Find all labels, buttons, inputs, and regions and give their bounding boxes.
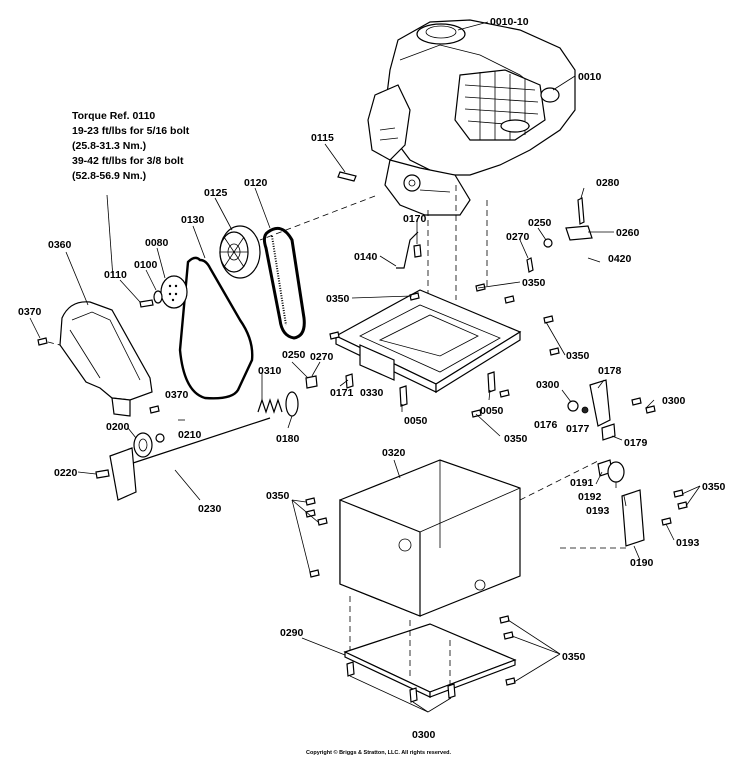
part-label: 0176: [534, 419, 558, 431]
part-label: 0193: [676, 537, 700, 549]
belt-teeth: [271, 235, 287, 326]
arrow-0420: [587, 257, 601, 263]
clip-0170: [413, 244, 422, 258]
torque-note-line3: 39-42 ft/lbs for 3/8 bolt: [72, 155, 184, 167]
part-label: 0050: [404, 415, 428, 427]
part-label: 0080: [145, 237, 169, 249]
bottom-plate-0290: [343, 623, 517, 698]
part-label: 0110: [104, 269, 127, 281]
part-label: 0179: [624, 437, 648, 449]
torque-note-line4: (52.8-56.9 Nm.): [72, 170, 146, 182]
auger-pulley: [153, 275, 188, 309]
torque-note-line2: (25.8-31.3 Nm.): [72, 140, 146, 152]
part-label: 0190: [630, 557, 654, 569]
part-label: 0230: [198, 503, 222, 515]
chute-parts: [597, 459, 688, 547]
part-label: 0200: [106, 421, 130, 433]
linkage-parts: [567, 379, 656, 441]
part-label: 0350: [566, 350, 590, 362]
part-label: 0171: [330, 387, 354, 399]
engine-pulley: [219, 225, 261, 279]
pin-0280: [577, 197, 585, 225]
bracket-0260: [565, 225, 593, 241]
part-label: 0350: [504, 433, 528, 445]
part-label: 0370: [165, 389, 189, 401]
torque-note-line1: 19-23 ft/lbs for 5/16 bolt: [72, 125, 190, 137]
engine-base-plate: [334, 289, 522, 394]
auger-belt: [178, 256, 254, 400]
part-label: 0300: [662, 395, 686, 407]
part-label: 0115: [311, 132, 334, 144]
rod-0140: [396, 231, 419, 269]
part-label: 0360: [48, 239, 72, 251]
alignment-line: [519, 459, 601, 501]
part-label: 0192: [578, 491, 602, 503]
part-label: 0100: [134, 259, 158, 271]
part-label: 0140: [354, 251, 378, 263]
part-label: 0280: [596, 177, 620, 189]
belt-cover: [59, 301, 153, 417]
screw-0370b: [149, 405, 160, 414]
part-label: 0330: [360, 387, 384, 399]
alignment-line: [47, 341, 61, 346]
part-label: 0250: [282, 349, 306, 361]
part-label: 0130: [181, 214, 205, 226]
alignment-line: [259, 195, 376, 241]
part-label: 0170: [403, 213, 427, 225]
frame-screws: [305, 497, 516, 686]
pulley-bolt: [139, 299, 154, 308]
screws-group: [329, 283, 560, 418]
washer-0250: [543, 238, 553, 248]
part-label: 0010-10: [490, 16, 529, 28]
part-label: 0125: [204, 187, 228, 199]
part-label: 0320: [382, 447, 406, 459]
part-label: 0370: [18, 306, 42, 318]
part-label: 0220: [54, 467, 78, 479]
copyright-notice: Copyright © Briggs & Stratton, LLC. All …: [306, 749, 452, 756]
frame-0320: [339, 459, 521, 617]
drive-shaft-assembly: [95, 417, 271, 501]
part-label: 0350: [562, 651, 586, 663]
part-label: 0300: [412, 729, 436, 741]
part-label: 0310: [258, 365, 282, 377]
part-label: 0191: [570, 477, 594, 489]
part-label: 0193: [586, 505, 610, 517]
torque-reference-note: Torque Ref. 0110 19-23 ft/lbs for 5/16 b…: [72, 110, 190, 182]
part-label: 0210: [178, 429, 202, 441]
part-label: 0180: [276, 433, 300, 445]
engine-illustration: [367, 19, 576, 216]
key-part: [337, 171, 357, 182]
spring-0310: [257, 375, 318, 417]
part-label: 0350: [266, 490, 290, 502]
torque-leader: [106, 194, 114, 279]
part-label: 0300: [536, 379, 560, 391]
leader-lines: [29, 21, 701, 713]
part-label: 0350: [522, 277, 546, 289]
part-label: 0290: [280, 627, 304, 639]
clip-0270: [526, 257, 534, 273]
bottom-screws: [346, 661, 456, 703]
part-label: 0050: [480, 405, 504, 417]
drive-belt: [262, 226, 306, 340]
part-label: 0178: [598, 365, 622, 377]
screw-0370: [37, 337, 48, 346]
part-label: 0270: [310, 351, 334, 363]
part-labels: 0010-10 0010 0115 0120 0125 0130 0080 01…: [18, 16, 726, 741]
part-label: 0177: [566, 423, 590, 435]
part-label: 0250: [528, 217, 552, 229]
part-label: 0270: [506, 231, 530, 243]
part-label: 0350: [326, 293, 350, 305]
part-label: 0010: [578, 71, 602, 83]
part-label: 0120: [244, 177, 268, 189]
part-label: 0420: [608, 253, 632, 265]
part-label: 0260: [616, 227, 640, 239]
part-label: 0350: [702, 481, 726, 493]
torque-note-title: Torque Ref. 0110: [72, 110, 155, 122]
